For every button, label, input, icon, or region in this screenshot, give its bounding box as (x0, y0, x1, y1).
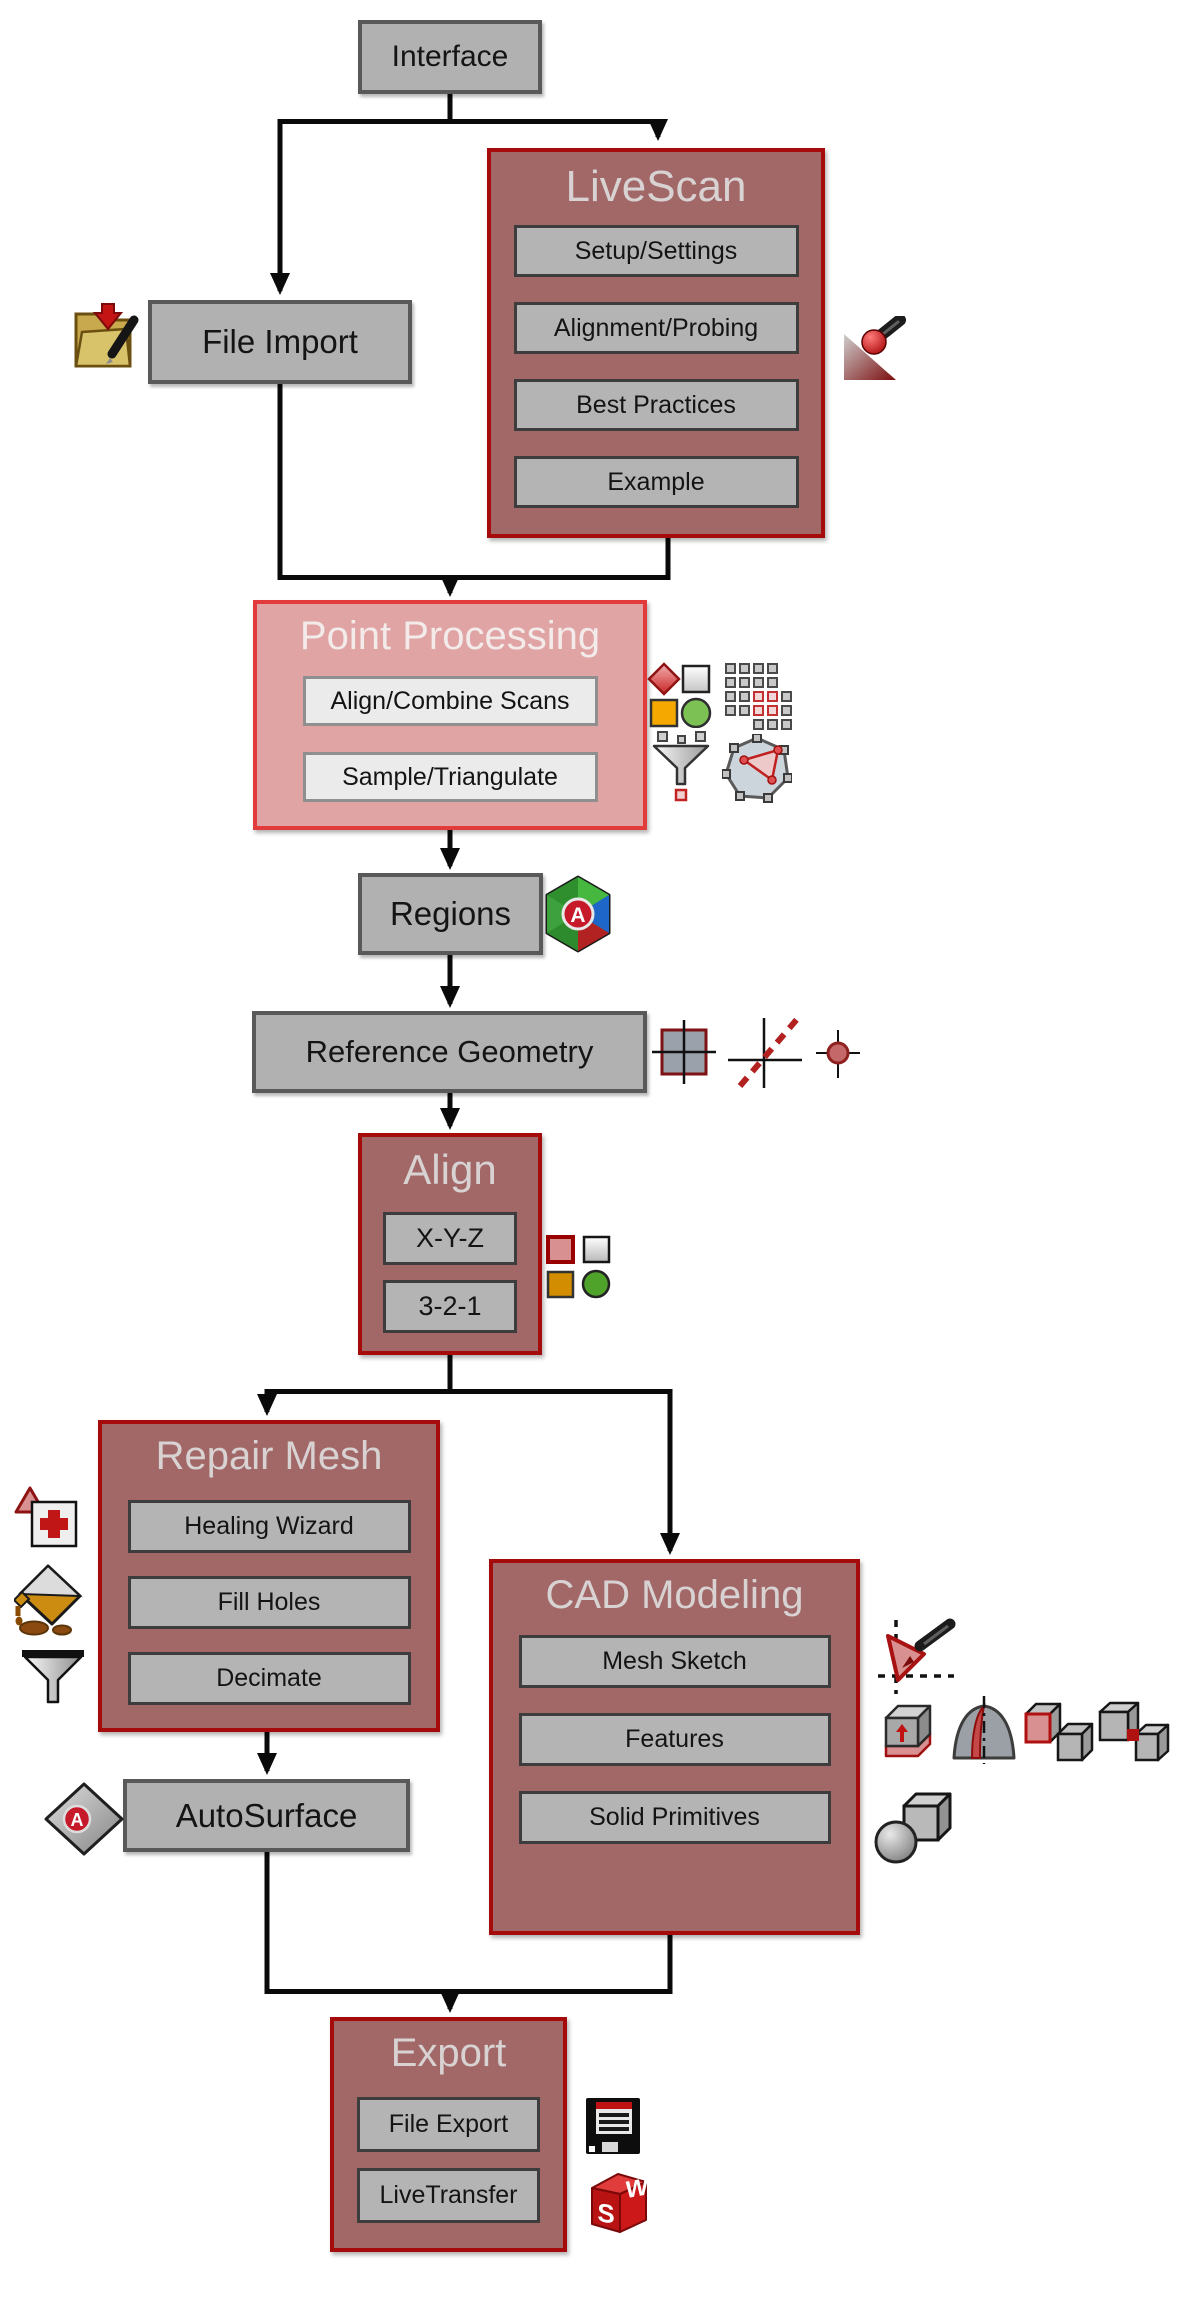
button-healing-wizard[interactable]: Healing Wizard (127, 1500, 411, 1553)
button-best-practices[interactable]: Best Practices (513, 379, 799, 432)
button-alignment-probing[interactable]: Alignment/Probing (513, 302, 799, 355)
panel-repair-mesh-title: Repair Mesh (155, 1434, 383, 1478)
node-file-import[interactable]: File Import (148, 300, 412, 384)
folder-import-icon (74, 303, 139, 368)
node-regions-label: Regions (389, 895, 512, 932)
scanner-probe-icon (844, 316, 906, 380)
node-regions[interactable]: Regions (358, 873, 543, 955)
panel-point-processing[interactable]: Point Processing Align/Combine Scans Sam… (253, 600, 647, 830)
plane-icon (652, 1020, 716, 1084)
solidworks-cube-icon: S W (591, 2173, 649, 2233)
panel-align-title: Align (403, 1146, 497, 1193)
panel-cad-modeling[interactable]: CAD Modeling Mesh Sketch Features Solid … (489, 1559, 860, 1935)
button-xyz[interactable]: X-Y-Z (383, 1211, 517, 1265)
button-mesh-sketch[interactable]: Mesh Sketch (518, 1635, 831, 1688)
node-autosurface-label: AutoSurface (175, 1796, 358, 1834)
mesh-sketch-icon (878, 1618, 956, 1694)
panel-repair-mesh[interactable]: Repair Mesh Healing Wizard Fill Holes De… (98, 1420, 440, 1732)
node-interface-label: Interface (391, 40, 509, 73)
shapes-group-icon (647, 662, 712, 728)
button-decimate[interactable]: Decimate (127, 1652, 411, 1705)
button-321[interactable]: 3-2-1 (383, 1279, 517, 1333)
solidworks-letter-w: W (626, 2173, 649, 2204)
solid-primitives-icon (874, 1792, 952, 1864)
panel-livescan[interactable]: LiveScan Setup/Settings Alignment/Probin… (487, 148, 825, 538)
button-livetransfer[interactable]: LiveTransfer (357, 2168, 540, 2223)
floppy-disk-icon (586, 2098, 640, 2154)
button-align-combine-scans[interactable]: Align/Combine Scans (302, 676, 598, 726)
button-features[interactable]: Features (518, 1713, 831, 1766)
button-example[interactable]: Example (513, 456, 799, 509)
healing-wizard-icon (14, 1486, 78, 1548)
button-sample-triangulate[interactable]: Sample/Triangulate (302, 752, 598, 802)
fill-holes-icon (14, 1564, 83, 1636)
regions-hexagon-icon: A (545, 875, 611, 953)
decimate-funnel-icon (22, 1650, 84, 1704)
point-icon (816, 1030, 860, 1078)
node-file-import-label: File Import (202, 323, 358, 360)
panel-cad-modeling-title: CAD Modeling (545, 1573, 804, 1617)
autosurface-badge-letter: A (71, 1810, 84, 1830)
combine-icon (1098, 1701, 1170, 1762)
sample-grid-icon (725, 663, 792, 730)
panel-align[interactable]: Align X-Y-Z 3-2-1 (358, 1133, 542, 1355)
cut-face-icon (1024, 1702, 1094, 1762)
button-fill-holes[interactable]: Fill Holes (127, 1576, 411, 1629)
triangulate-mesh-icon (722, 734, 792, 803)
align-shapes-icon (546, 1235, 611, 1299)
node-reference-geometry[interactable]: Reference Geometry (252, 1011, 647, 1093)
revolve-icon (952, 1696, 1016, 1764)
node-reference-geometry-label: Reference Geometry (305, 1034, 594, 1069)
extrude-icon (884, 1704, 932, 1758)
node-autosurface[interactable]: AutoSurface (123, 1779, 410, 1852)
solidworks-letter-s: S (597, 2197, 614, 2229)
regions-badge-letter: A (570, 904, 585, 927)
button-setup-settings[interactable]: Setup/Settings (513, 225, 799, 278)
panel-export[interactable]: Export File Export LiveTransfer (330, 2017, 567, 2252)
button-solid-primitives[interactable]: Solid Primitives (518, 1791, 831, 1844)
funnel-points-icon (652, 731, 710, 802)
panel-livescan-title: LiveScan (565, 162, 747, 211)
panel-export-title: Export (390, 2031, 507, 2075)
autosurface-diamond-icon: A (44, 1782, 124, 1856)
axis-icon (728, 1016, 802, 1088)
button-file-export[interactable]: File Export (357, 2097, 540, 2152)
node-interface[interactable]: Interface (358, 20, 542, 94)
panel-point-processing-title: Point Processing (299, 614, 601, 658)
